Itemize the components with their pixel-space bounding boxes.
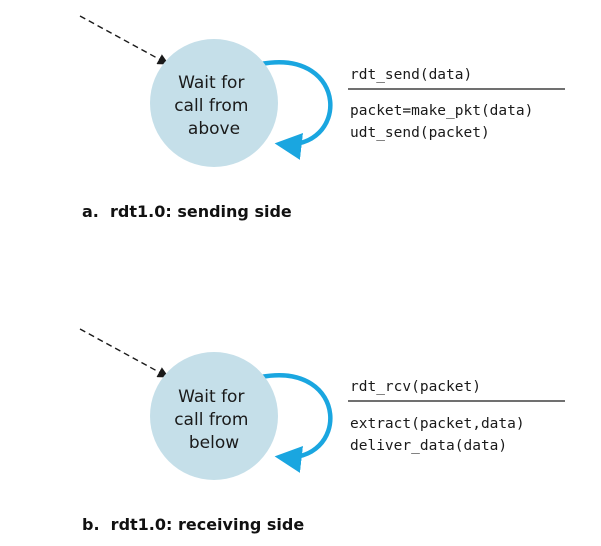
receiver-state-label: Wait for call from below [174,387,254,453]
receiver-caption: b. rdt1.0: receiving side [82,515,305,534]
sender-fsm: Wait for call from above rdt_send(data) … [79,15,565,167]
receiver-state-line-3: below [189,433,239,453]
receiver-self-loop [260,373,333,473]
receiver-event-label: rdt_rcv(packet) [350,379,481,395]
sender-state-circle [150,39,278,167]
receiver-state-circle [150,352,278,480]
receiver-state-line-2: call from [174,410,248,430]
receiver-initial-arrow [79,328,169,378]
sender-initial-arrow [79,15,169,65]
sender-state-line-1: Wait for [178,73,244,93]
sender-action-2: udt_send(packet) [350,125,490,141]
receiver-action-2: deliver_data(data) [350,438,507,454]
receiver-action-1: extract(packet,data) [350,416,525,432]
sender-event-label: rdt_send(data) [350,67,472,83]
sender-action-1: packet=make_pkt(data) [350,103,533,119]
sender-state-line-3: above [188,119,240,139]
receiver-state-line-1: Wait for [178,387,244,407]
sender-self-loop [260,60,333,160]
sender-state-label: Wait for call from above [174,73,254,139]
receiver-fsm: Wait for call from below rdt_rcv(packet)… [79,328,565,480]
sender-state-line-2: call from [174,96,248,116]
sender-caption: a. rdt1.0: sending side [82,202,292,221]
